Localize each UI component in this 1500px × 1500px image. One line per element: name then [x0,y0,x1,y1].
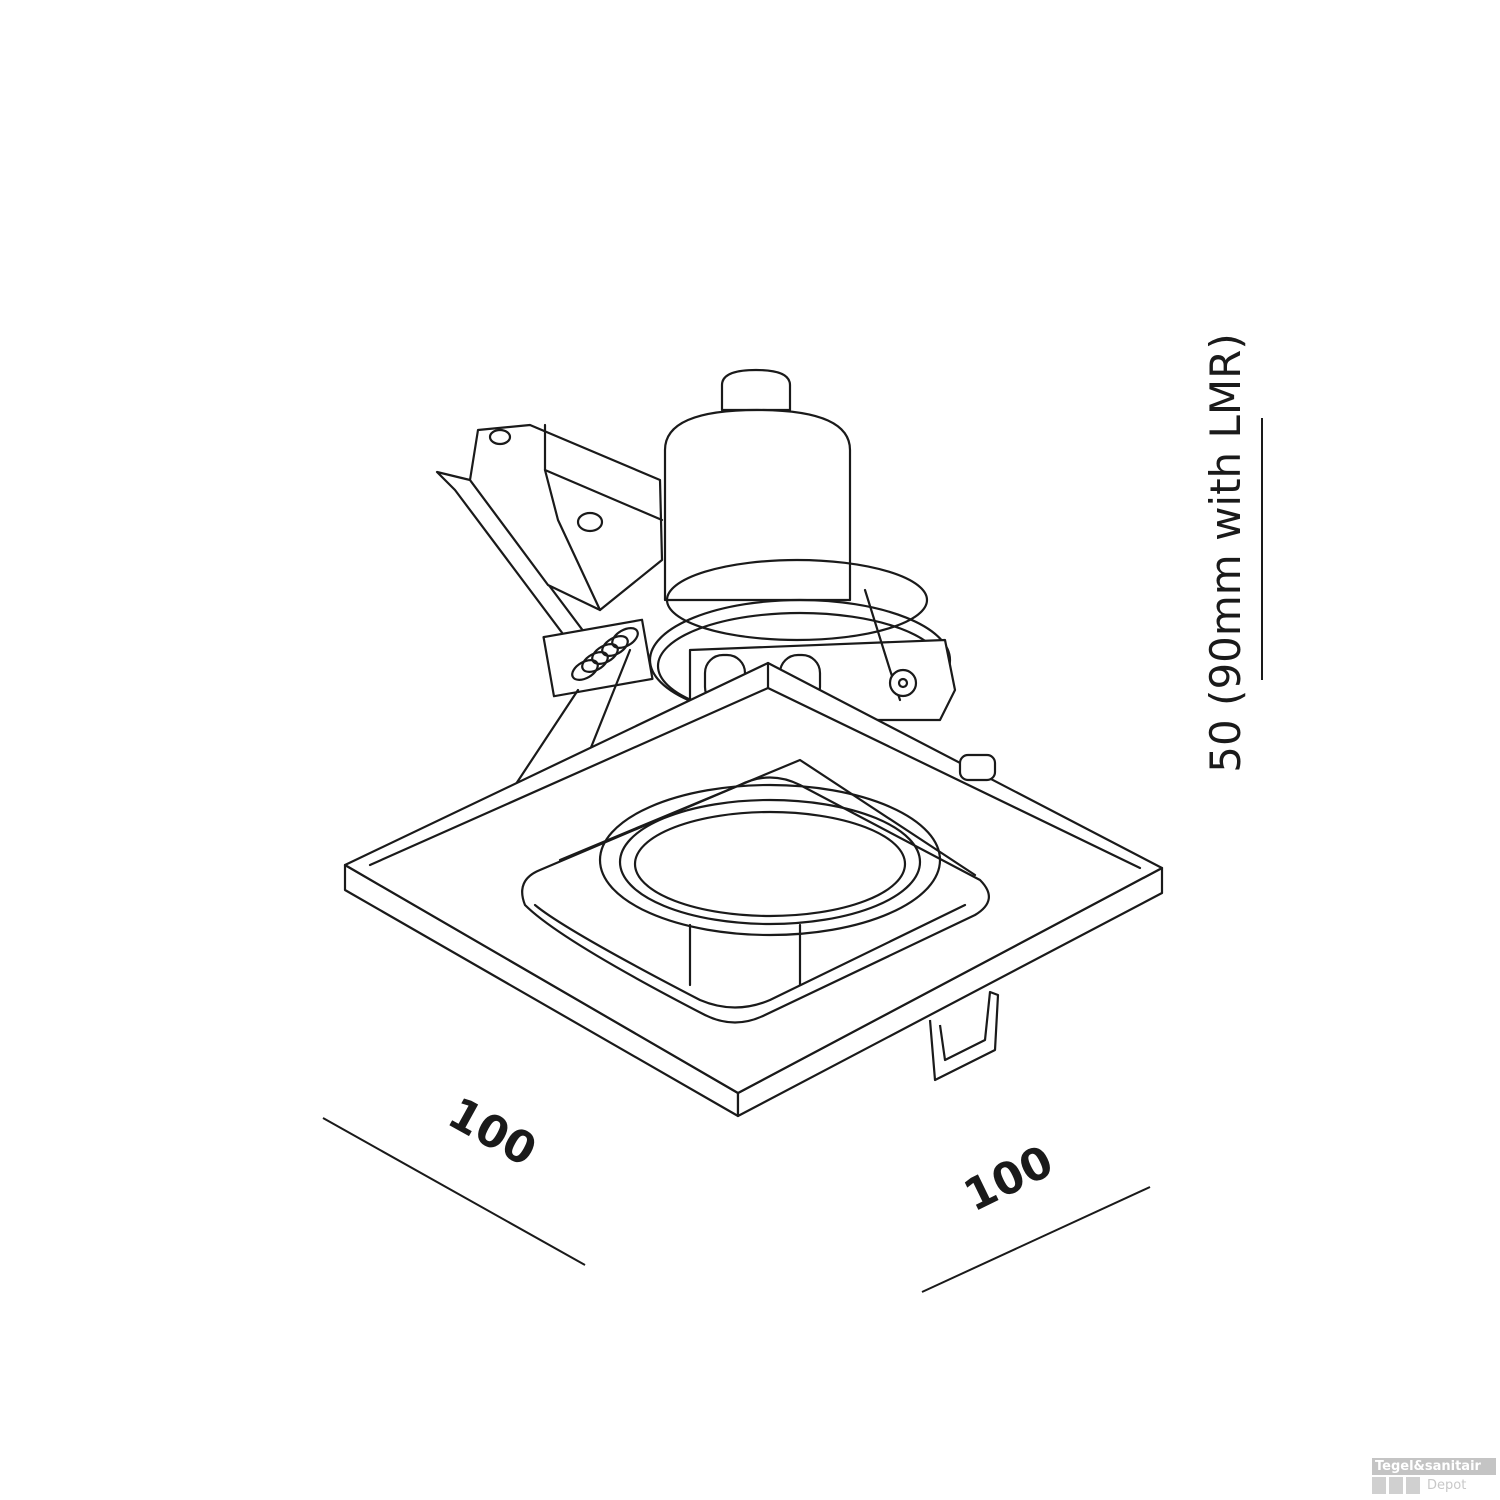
width-label: 100 [439,1088,544,1177]
watermark-line2: Depot [1427,1478,1467,1493]
depth-label: 100 [956,1136,1061,1222]
junction-box [435,423,664,652]
watermark-line1: Tegel&sanitair [1372,1458,1496,1475]
tile-icon [1406,1477,1420,1494]
width-dimension-line [322,1117,586,1266]
depth-dimension-line [921,1186,1151,1293]
spring-clip-right [928,753,1000,1082]
tile-icon [1389,1477,1403,1494]
trim-opening [521,758,990,1024]
lamp-body [663,368,852,602]
drop-icon [1372,1477,1386,1494]
watermark-logo: Tegel&sanitair Depot [1372,1458,1496,1494]
height-label: 50 (90mm with LMR) [1201,333,1250,772]
